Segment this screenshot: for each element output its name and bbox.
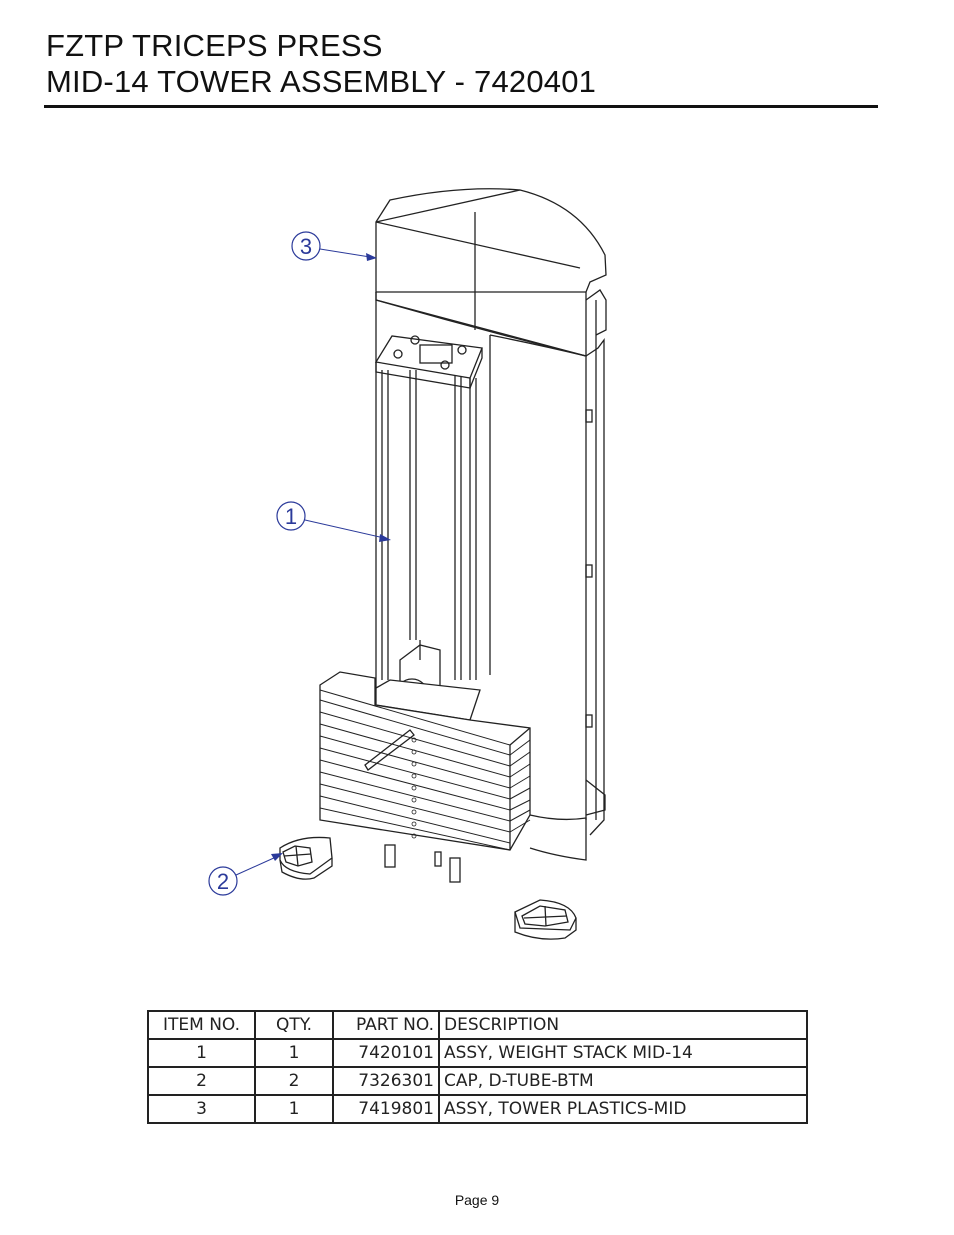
- tower-frame: [319, 188, 607, 883]
- callout-1: 1: [276, 501, 391, 542]
- page-number: Page 9: [454, 1192, 500, 1208]
- callout-3-label: 3: [300, 234, 312, 259]
- table-row: 1 1 7420101 ASSY, WEIGHT STACK MID-14: [147, 1038, 808, 1068]
- cell-qty: 1: [254, 1094, 334, 1124]
- callout-2-label: 2: [217, 869, 229, 894]
- cell-item-no: 1: [147, 1038, 256, 1068]
- cell-description: ASSY, WEIGHT STACK MID-14: [438, 1038, 808, 1068]
- callout-3: 3: [291, 231, 377, 261]
- tower-assembly-drawing: 3 1 2: [208, 188, 607, 940]
- cell-item-no: 3: [147, 1094, 256, 1124]
- cell-item-no: 2: [147, 1066, 256, 1096]
- page-subtitle: MID-14 TOWER ASSEMBLY - 7420401: [46, 64, 597, 99]
- cell-part-no: 7326301: [332, 1066, 440, 1096]
- cell-part-no: 7420101: [332, 1038, 440, 1068]
- callout-1-label: 1: [285, 504, 297, 529]
- cell-part-no: 7419801: [332, 1094, 440, 1124]
- parts-table: ITEM NO. QTY. PART NO. DESCRIPTION 1 1 7…: [147, 1010, 808, 1124]
- cell-qty: 2: [254, 1066, 334, 1096]
- d-tube-cap-left: [279, 836, 333, 880]
- col-description: DESCRIPTION: [438, 1010, 808, 1040]
- col-part-no: PART NO.: [332, 1010, 440, 1040]
- cell-qty: 1: [254, 1038, 334, 1068]
- col-item-no: ITEM NO.: [147, 1010, 256, 1040]
- table-row: 3 1 7419801 ASSY, TOWER PLASTICS-MID: [147, 1094, 808, 1124]
- col-qty: QTY.: [254, 1010, 334, 1040]
- title-rule: [44, 105, 878, 108]
- cell-description: ASSY, TOWER PLASTICS-MID: [438, 1094, 808, 1124]
- page-title: FZTP TRICEPS PRESS: [46, 28, 383, 63]
- table-row: 2 2 7326301 CAP, D-TUBE-BTM: [147, 1066, 808, 1096]
- callout-2: 2: [208, 853, 283, 896]
- cell-description: CAP, D-TUBE-BTM: [438, 1066, 808, 1096]
- d-tube-cap-right: [514, 899, 577, 940]
- table-header-row: ITEM NO. QTY. PART NO. DESCRIPTION: [147, 1010, 808, 1040]
